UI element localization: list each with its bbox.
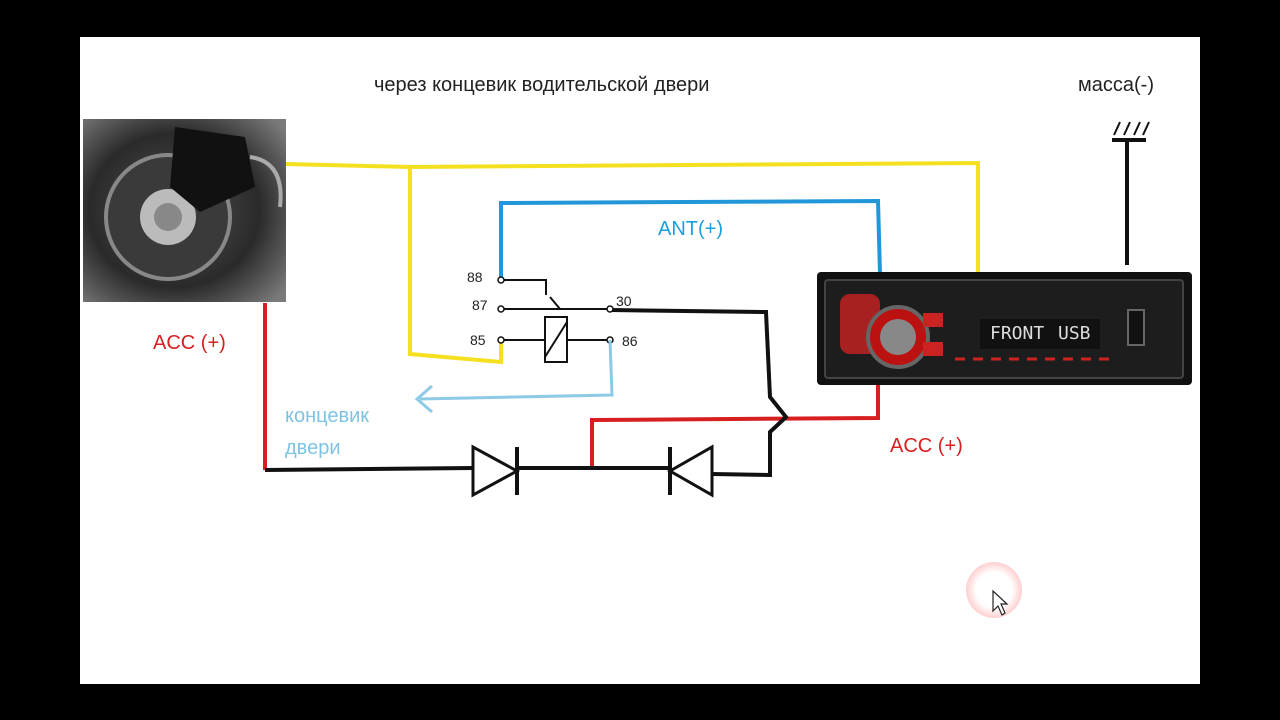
relay-88-line	[501, 279, 547, 295]
relay-pin-30: 30	[616, 293, 632, 309]
diagram-title: через концевик водительской двери	[374, 74, 710, 96]
radio-display-text-1: FRONT	[990, 323, 1045, 344]
ground-label: масса(-)	[1078, 74, 1154, 96]
cursor-highlight	[966, 562, 1022, 618]
diode-right	[666, 444, 714, 498]
ant-label: ANT(+)	[658, 218, 723, 240]
relay-pin-88: 88	[467, 269, 483, 285]
door-switch-label: концевик двери	[285, 400, 369, 464]
acc-left-label: ACC (+)	[153, 332, 226, 354]
radio-display-text-2: USB	[1058, 323, 1091, 344]
ground-icon	[1112, 121, 1150, 265]
door-switch-label-line1: концевик	[285, 405, 370, 427]
acc-right-label: ACC (+)	[890, 435, 963, 457]
yellow-wire-top	[409, 160, 980, 272]
door-arrow-icon	[414, 384, 433, 414]
door-switch-label-line2: двери	[285, 437, 341, 459]
relay-switch	[549, 296, 561, 310]
black-wire-right	[609, 308, 789, 478]
yellow-wire	[285, 162, 503, 365]
red-wire-right	[590, 382, 880, 468]
black-wire-diodes	[264, 466, 474, 472]
relay-pin-87: 87	[472, 297, 488, 313]
blue-wire	[499, 198, 882, 280]
relay-pin-86: 86	[622, 333, 638, 349]
diode-left	[471, 444, 521, 498]
relay-pin-85: 85	[470, 332, 486, 348]
diagram-canvas: FRONT USB через концевик водительской дв…	[80, 37, 1200, 684]
car-radio	[817, 272, 1192, 385]
wiring-diagram	[263, 121, 1192, 498]
door-wire	[419, 339, 614, 401]
